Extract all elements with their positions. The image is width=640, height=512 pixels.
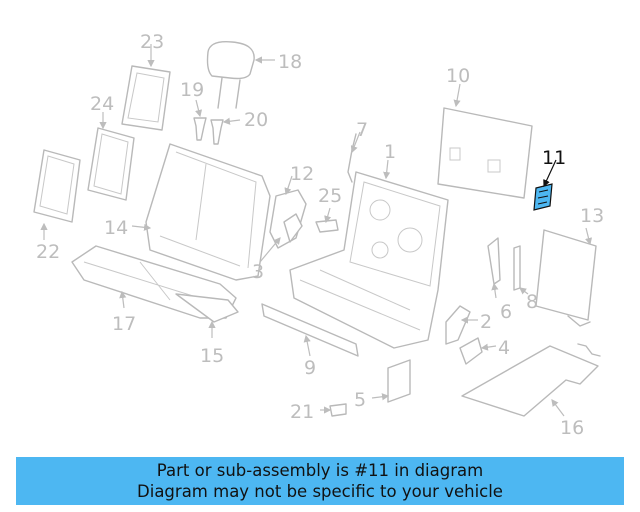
callout-15: 15	[200, 345, 224, 367]
callout-12: 12	[290, 163, 314, 185]
part-9-long-bar	[261, 303, 359, 357]
part-15-cushion-edge	[175, 293, 239, 323]
part-5-bracket-plate	[387, 359, 411, 403]
callout-9: 9	[304, 357, 316, 379]
callout-10: 10	[446, 65, 470, 87]
part-7-rod	[347, 133, 357, 183]
part-16-floor-mat	[461, 343, 601, 417]
callout-13: 13	[580, 205, 604, 227]
callout-23: 23	[140, 31, 164, 53]
callout-22: 22	[36, 241, 60, 263]
part-19-headrest-guide	[193, 117, 207, 141]
part-2-latch	[445, 305, 471, 345]
part-22-back-panel	[33, 149, 81, 223]
caption-line-1: Part or sub-assembly is #11 in diagram	[156, 461, 484, 480]
callout-1: 1	[384, 141, 396, 163]
part-4-latch-cover	[459, 337, 483, 365]
callout-5: 5	[354, 389, 366, 411]
part-25-clip	[315, 219, 339, 233]
part-18-headrest	[206, 41, 255, 109]
part-11-highlighted	[533, 183, 553, 211]
callout-6: 6	[500, 301, 512, 323]
part-8-strip	[513, 245, 521, 291]
part-13-back-panel	[535, 229, 597, 327]
caption-line-2: Diagram may not be specific to your vehi…	[137, 482, 503, 501]
part-10-back-panel	[437, 107, 533, 199]
callout-16: 16	[560, 417, 584, 439]
caption-banner: Part or sub-assembly is #11 in diagram D…	[16, 457, 624, 505]
part-14-back-cushion	[145, 143, 271, 281]
callout-19: 19	[180, 79, 204, 101]
part-3-bracket	[283, 213, 303, 243]
callout-18: 18	[278, 51, 302, 73]
callout-8: 8	[526, 291, 538, 313]
callout-leaders	[40, 44, 593, 417]
part-21-clip	[329, 403, 347, 417]
part-24-panel-frame	[87, 127, 135, 201]
callout-17: 17	[112, 313, 136, 335]
callout-25: 25	[318, 185, 342, 207]
callout-4: 4	[498, 337, 510, 359]
callout-7: 7	[356, 119, 368, 141]
callout-24: 24	[90, 93, 114, 115]
part-6-side-trim	[487, 237, 501, 285]
callout-2: 2	[480, 311, 492, 333]
callout-11: 11	[542, 147, 566, 169]
callout-14: 14	[104, 217, 128, 239]
callout-labels: 1 2 3 4 5 6 7 8 9 10 11 12 13 14 15 16 1…	[36, 31, 604, 439]
part-20-headrest-guide	[210, 119, 224, 145]
callout-3: 3	[252, 261, 264, 283]
part-23-armrest-frame	[121, 65, 171, 131]
callout-20: 20	[244, 109, 268, 131]
part-1-seat-frame	[289, 171, 449, 349]
callout-21: 21	[290, 401, 314, 423]
